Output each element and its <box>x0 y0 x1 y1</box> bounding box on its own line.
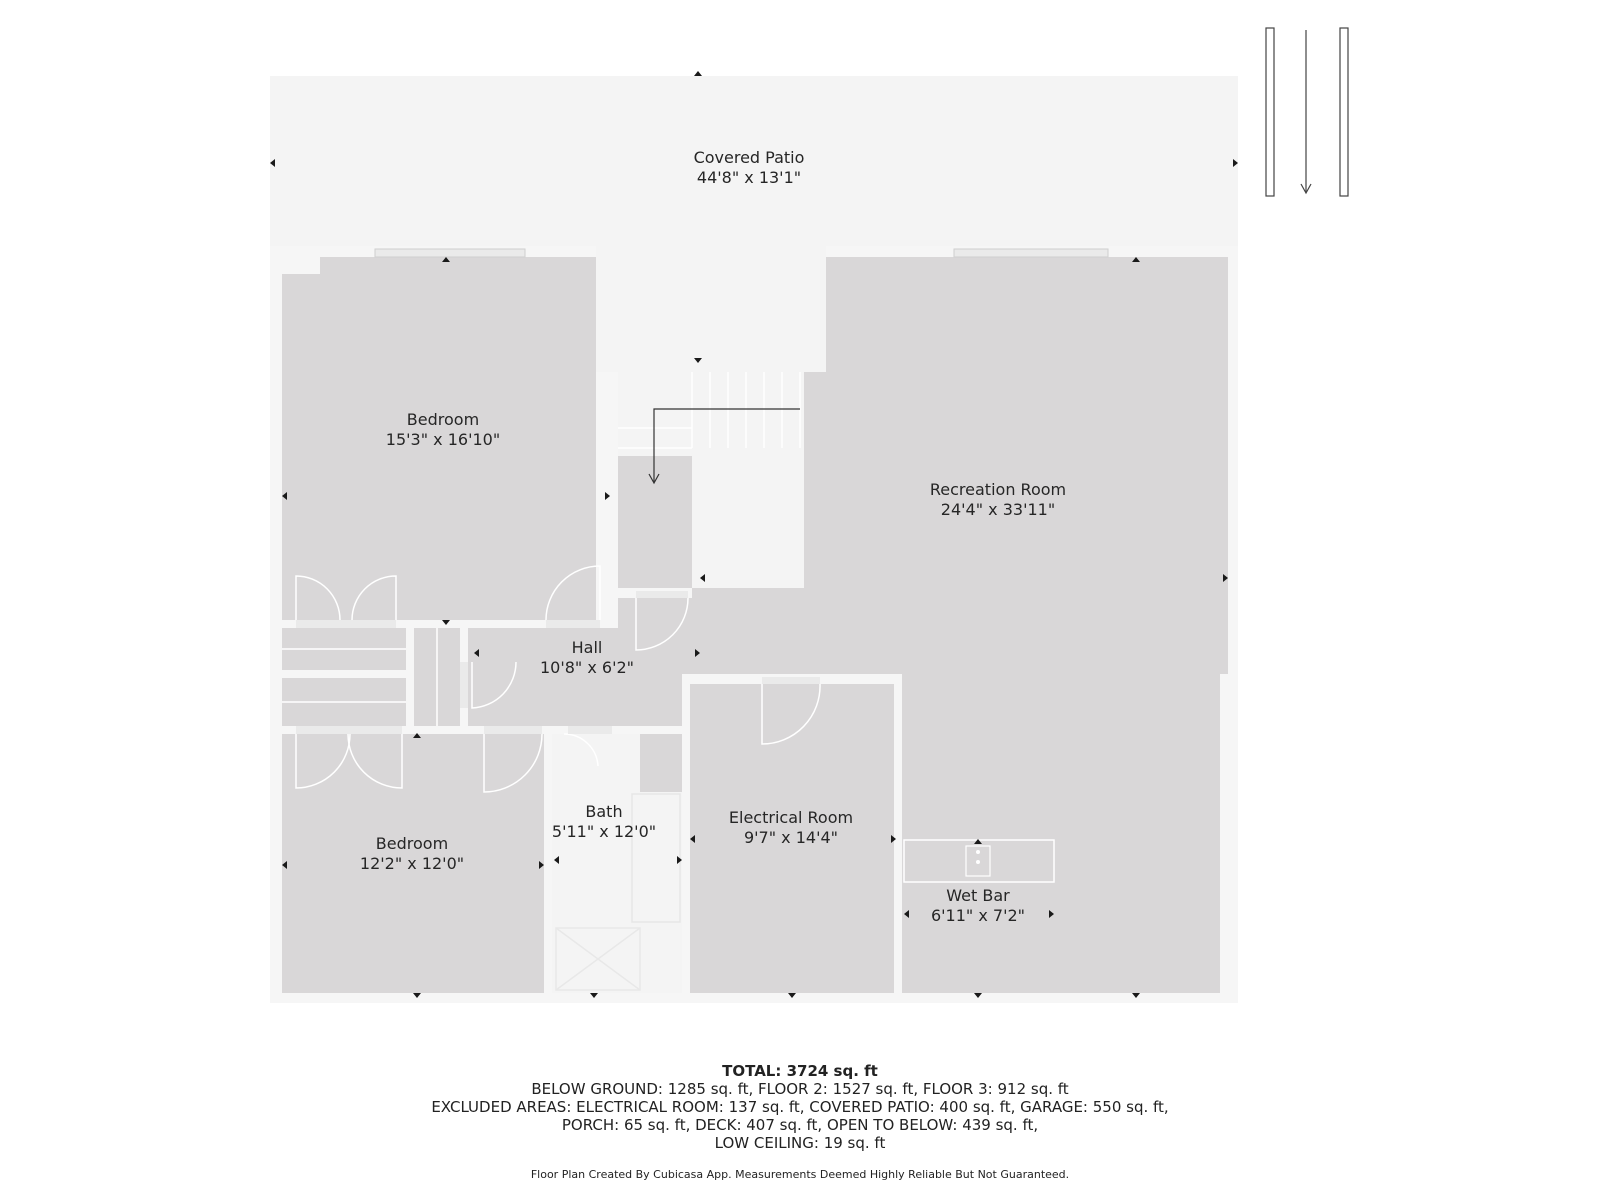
room-label-wet-bar: Wet Bar 6'11" x 7'2" <box>931 886 1025 926</box>
room-name: Electrical Room <box>728 808 854 827</box>
bedroom-2-area <box>282 734 544 993</box>
room-label-bedroom-1: Bedroom 15'3" x 16'10" <box>386 410 500 450</box>
bathtub <box>631 793 681 923</box>
room-dimensions: 15'3" x 16'10" <box>385 430 501 449</box>
room-label-bath: Bath 5'11" x 12'0" <box>552 802 656 842</box>
exterior-stairs <box>1265 27 1349 197</box>
room-label-hall: Hall 10'8" x 6'2" <box>540 638 634 678</box>
windows <box>374 248 1109 258</box>
bedroom-1-area <box>282 257 596 620</box>
room-label-recreation-room: Recreation Room 24'4" x 33'11" <box>930 480 1066 520</box>
excluded-areas: EXCLUDED AREAS: ELECTRICAL ROOM: 137 sq.… <box>431 1098 1169 1116</box>
room-name: Recreation Room <box>929 480 1067 499</box>
room-name: Wet Bar <box>946 886 1010 905</box>
recreation-room-area <box>692 257 1228 993</box>
excluded-areas-cont: PORCH: 65 sq. ft, DECK: 407 sq. ft, OPEN… <box>561 1116 1039 1134</box>
room-dimensions: 24'4" x 33'11" <box>940 500 1056 519</box>
room-dimensions: 44'8" x 13'1" <box>696 168 802 187</box>
room-name: Covered Patio <box>693 148 805 167</box>
room-label-bedroom-2: Bedroom 12'2" x 12'0" <box>360 834 464 874</box>
wet-bar-sink <box>965 845 991 877</box>
stairs-lower-flight <box>618 456 692 588</box>
covered-patio-area <box>270 76 1238 246</box>
total-area: TOTAL: 3724 sq. ft <box>722 1062 878 1080</box>
bath-closet <box>640 734 682 792</box>
disclaimer: Floor Plan Created By Cubicasa App. Meas… <box>530 1168 1070 1181</box>
shower-pan <box>555 927 641 991</box>
room-dimensions: 12'2" x 12'0" <box>359 854 465 873</box>
wet-bar-counter <box>903 839 1055 883</box>
dimension-markers <box>270 71 1238 998</box>
excluded-areas-end: LOW CEILING: 19 sq. ft <box>714 1134 886 1152</box>
area-summary: TOTAL: 3724 sq. ft BELOW GROUND: 1285 sq… <box>0 1062 1600 1152</box>
room-name: Bath <box>585 802 623 821</box>
floor-areas: BELOW GROUND: 1285 sq. ft, FLOOR 2: 1527… <box>531 1080 1069 1098</box>
patio-notch <box>596 246 826 372</box>
room-name: Bedroom <box>406 410 480 429</box>
room-name: Hall <box>571 638 603 657</box>
room-dimensions: 10'8" x 6'2" <box>539 658 635 677</box>
door-swings <box>295 565 821 793</box>
room-label-covered-patio: Covered Patio 44'8" x 13'1" <box>694 148 805 188</box>
stair-treads <box>618 372 801 449</box>
room-dimensions: 9'7" x 14'4" <box>743 828 839 847</box>
door-thresholds <box>296 591 820 734</box>
room-name: Bedroom <box>375 834 449 853</box>
room-label-electrical-room: Electrical Room 9'7" x 14'4" <box>729 808 853 848</box>
room-dimensions: 5'11" x 12'0" <box>551 822 657 841</box>
stair-direction-arrow <box>653 408 800 482</box>
room-dimensions: 6'11" x 7'2" <box>930 906 1026 925</box>
